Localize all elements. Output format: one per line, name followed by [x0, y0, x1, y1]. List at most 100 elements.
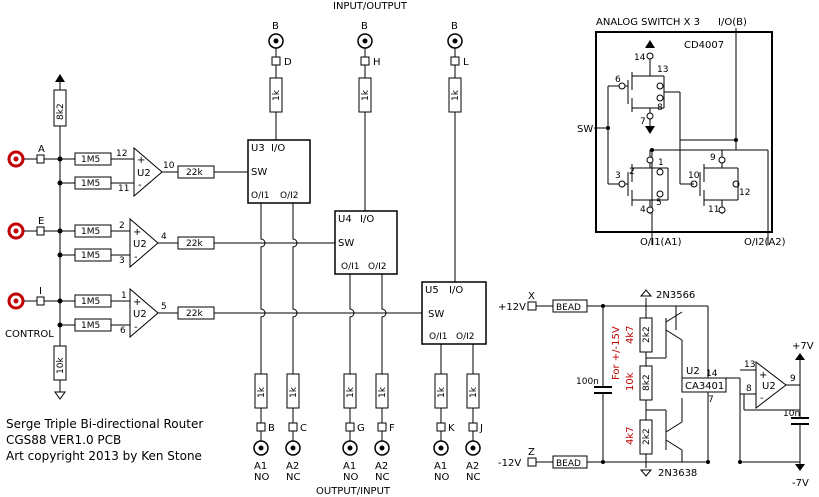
svg-text:22k: 22k [186, 168, 203, 178]
svg-text:+: + [133, 227, 141, 238]
control-pad-i: I [39, 286, 42, 297]
svg-text:SW: SW [251, 167, 267, 178]
svg-text:+: + [137, 155, 145, 166]
svg-text:2N3638: 2N3638 [658, 468, 697, 479]
svg-text:H: H [373, 57, 381, 68]
svg-text:10: 10 [163, 161, 175, 171]
svg-text:I/O: I/O [271, 143, 285, 154]
svg-text:A2: A2 [286, 461, 299, 472]
input-output-header: INPUT/OUTPUT [333, 1, 408, 12]
switch-output-wires [260, 203, 474, 374]
power-supply: +12V X BEAD -12V Z BEAD 100n For +/-15V … [498, 289, 814, 489]
svg-text:3: 3 [615, 171, 621, 181]
svg-text:A1: A1 [434, 461, 447, 472]
svg-text:7: 7 [708, 395, 714, 405]
svg-text:B: B [268, 423, 275, 434]
switch-u3: U3 I/O SW O/I1 O/I2 [247, 139, 311, 204]
svg-text:1M5: 1M5 [81, 155, 100, 165]
svg-text:A2: A2 [375, 461, 388, 472]
svg-text:1k: 1k [451, 89, 461, 101]
svg-text:-: - [134, 322, 138, 333]
svg-text:2: 2 [629, 167, 635, 177]
svg-text:U2: U2 [137, 168, 151, 179]
svg-text:SW: SW [338, 238, 354, 249]
svg-text:D: D [284, 57, 292, 68]
output-input-footer: OUTPUT/INPUT [316, 486, 391, 497]
svg-text:F: F [389, 423, 395, 434]
svg-text:I/O: I/O [360, 214, 374, 225]
svg-text:K: K [448, 423, 455, 434]
svg-text:1: 1 [658, 158, 664, 168]
title-line-1: Serge Triple Bi-directional Router [6, 417, 203, 431]
svg-text:B: B [272, 21, 279, 32]
svg-text:-: - [760, 393, 764, 404]
control-pad-e: E [38, 216, 44, 227]
svg-text:U3: U3 [251, 143, 265, 154]
svg-text:O/I1: O/I1 [341, 262, 360, 272]
control-wiring [44, 74, 422, 392]
svg-text:NC: NC [375, 472, 389, 483]
svg-text:1M5: 1M5 [81, 251, 100, 261]
svg-text:22k: 22k [186, 309, 203, 319]
top-jack-2: B H 1k [357, 21, 381, 211]
control-jack-2: E [7, 216, 45, 240]
svg-text:U5: U5 [425, 285, 439, 296]
svg-text:100n: 100n [576, 377, 599, 387]
svg-text:-7V: -7V [792, 478, 809, 489]
svg-text:NC: NC [466, 472, 480, 483]
svg-text:1k: 1k [346, 386, 356, 398]
switch-u4: U4 I/O SW O/I1 O/I2 [334, 210, 398, 275]
svg-text:NO: NO [254, 472, 269, 483]
svg-text:1M5: 1M5 [81, 179, 100, 189]
svg-text:4k7: 4k7 [625, 426, 636, 445]
svg-text:10n: 10n [783, 409, 800, 419]
svg-text:1k: 1k [469, 386, 479, 398]
svg-text:-: - [138, 180, 142, 191]
svg-text:4: 4 [161, 232, 167, 242]
svg-text:NO: NO [434, 472, 449, 483]
svg-text:5: 5 [656, 198, 662, 208]
bottom-jacks: 1k 1k 1k 1k 1k 1k B C G F K J [253, 373, 483, 483]
svg-text:U2: U2 [133, 309, 147, 320]
analog-switch-title: ANALOG SWITCH X 3 [596, 17, 700, 28]
svg-text:I/O: I/O [449, 285, 463, 296]
pullup-resistor: 8k2 [53, 89, 67, 127]
svg-text:14: 14 [706, 369, 718, 379]
svg-text:9: 9 [710, 153, 716, 163]
input-resistors: 1M5 1M5 1M5 1M5 1M5 1M5 [74, 152, 112, 332]
svg-text:8: 8 [746, 384, 752, 394]
svg-text:1k: 1k [361, 89, 371, 101]
svg-text:Z: Z [528, 447, 535, 458]
control-label: CONTROL [5, 329, 54, 340]
svg-text:11: 11 [708, 205, 719, 215]
switch-u5: U5 I/O SW O/I1 O/I2 [421, 281, 487, 345]
svg-text:2: 2 [119, 221, 125, 231]
svg-text:For +/-15V: For +/-15V [611, 326, 622, 380]
comparator-1: + - U2 12 11 10 [116, 146, 175, 198]
svg-text:9: 9 [790, 374, 796, 384]
svg-text:NC: NC [286, 472, 300, 483]
svg-text:BEAD: BEAD [556, 459, 581, 469]
svg-text:6: 6 [120, 326, 126, 336]
svg-text:B: B [361, 21, 368, 32]
svg-text:8: 8 [657, 103, 663, 113]
svg-text:+7V: +7V [792, 341, 814, 352]
svg-text:3: 3 [119, 256, 125, 266]
svg-text:8k2: 8k2 [642, 374, 652, 391]
control-jack-3: I [7, 286, 45, 310]
svg-text:+12V: +12V [498, 302, 526, 313]
svg-text:O/I1: O/I1 [251, 191, 270, 201]
svg-text:7: 7 [640, 117, 646, 127]
svg-text:1k: 1k [257, 386, 267, 398]
svg-text:10k: 10k [625, 372, 636, 391]
svg-text:1k: 1k [289, 386, 299, 398]
svg-text:U2: U2 [762, 381, 776, 392]
svg-text:BEAD: BEAD [556, 303, 581, 313]
svg-text:1k: 1k [272, 89, 282, 101]
svg-text:A1: A1 [343, 461, 356, 472]
svg-text:2k2: 2k2 [642, 428, 652, 445]
svg-text:1k: 1k [437, 386, 447, 398]
svg-text:+: + [133, 297, 141, 308]
svg-text:1M5: 1M5 [81, 227, 100, 237]
svg-text:2k2: 2k2 [642, 326, 652, 343]
